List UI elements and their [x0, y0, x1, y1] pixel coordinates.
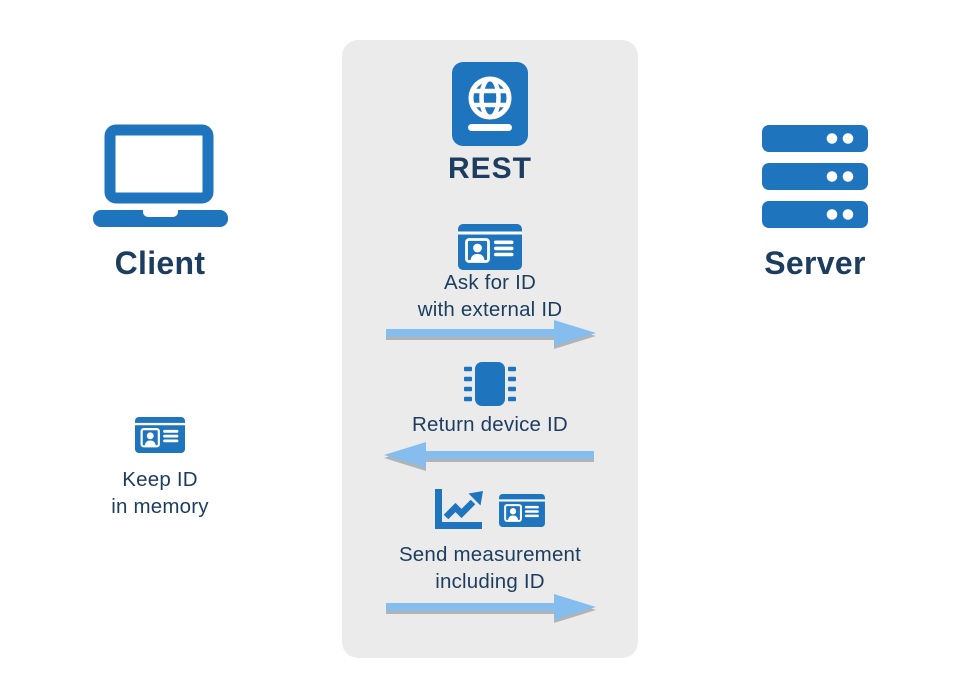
client-note: Keep ID in memory [35, 466, 285, 520]
arrow-left-icon [384, 440, 596, 472]
id-card-icon [135, 417, 185, 453]
step-text-line: Return device ID [412, 413, 568, 436]
client-label: Client [114, 245, 206, 281]
step-ask-for-id-text: Ask for ID with external ID [342, 270, 638, 323]
step-send-measurement-text: Send measurement including ID [342, 542, 638, 595]
client-note-line: Keep ID [122, 468, 198, 491]
id-card-icon [458, 224, 522, 270]
server-icon [762, 125, 868, 228]
laptop-icon [93, 122, 228, 229]
rest-label: REST [447, 152, 532, 185]
step-text-line: Ask for ID [444, 271, 536, 294]
step-text-line: Send measurement [398, 543, 582, 566]
server-label: Server [764, 245, 866, 281]
step-text-line: including ID [435, 569, 545, 593]
chart-icon [435, 488, 485, 532]
chip-icon [463, 360, 517, 408]
client-note-line: in memory [111, 495, 209, 518]
id-card-icon [499, 493, 545, 527]
passport-icon [452, 62, 528, 146]
step-text-line: with external ID [417, 297, 563, 321]
rest-panel: REST Ask for ID with external ID [342, 40, 638, 658]
step-return-device-id-text: Return device ID [342, 412, 638, 439]
step-send-measurement-icons [342, 488, 638, 532]
arrow-right-icon [384, 318, 596, 350]
arrow-right-icon [384, 592, 596, 624]
